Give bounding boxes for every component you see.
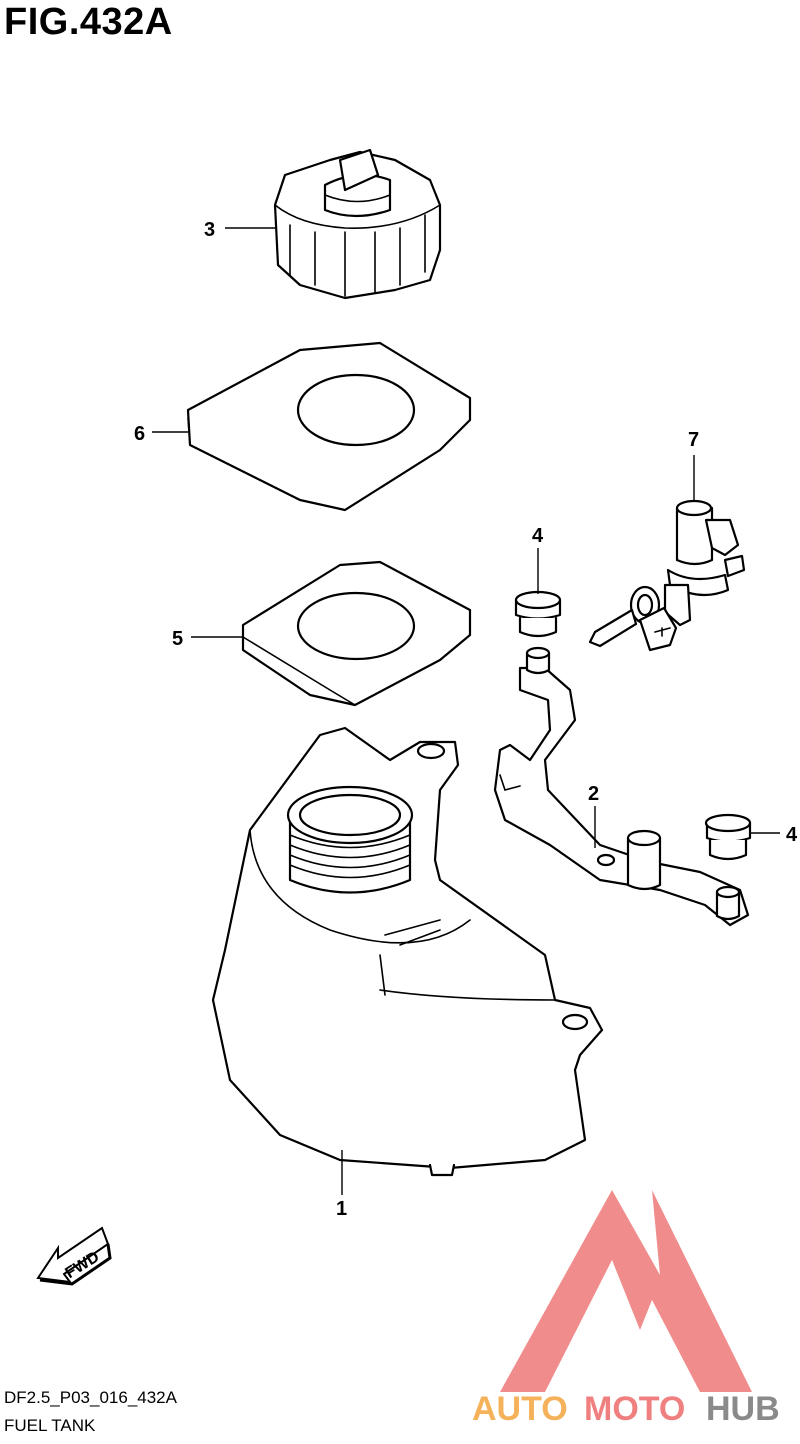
figure-title: FIG.432A — [4, 1, 173, 43]
grommet-4-lower — [704, 813, 752, 861]
callout-1: 1 — [336, 1198, 347, 1220]
bracket-2 — [493, 646, 750, 927]
figure-name: FUEL TANK — [4, 1416, 96, 1435]
watermark-moto: MOTO — [584, 1390, 685, 1428]
watermark-hub: HUB — [706, 1390, 780, 1428]
fuel-tank — [211, 726, 604, 1177]
watermark-auto: AUTO — [472, 1390, 568, 1428]
grommet-4 — [514, 590, 562, 638]
watermark-logo — [500, 1190, 752, 1392]
callout-4-upper: 4 — [532, 525, 544, 547]
callout-3: 3 — [204, 219, 215, 241]
figure-code: DF2.5_P03_016_432A — [4, 1388, 177, 1407]
fwd-arrow-icon: FWD — [36, 1226, 112, 1286]
fuel-tank-cap — [273, 148, 442, 300]
callout-2: 2 — [588, 783, 599, 805]
watermark-text: AUTO MOTO HUB — [472, 1390, 780, 1428]
gasket-6 — [186, 341, 472, 512]
gasket-5 — [241, 560, 472, 707]
callout-7: 7 — [688, 429, 699, 451]
callout-6: 6 — [134, 423, 145, 445]
callout-5: 5 — [172, 628, 183, 650]
fuel-cock-7 — [588, 499, 746, 652]
callout-4-lower: 4 — [786, 824, 798, 846]
